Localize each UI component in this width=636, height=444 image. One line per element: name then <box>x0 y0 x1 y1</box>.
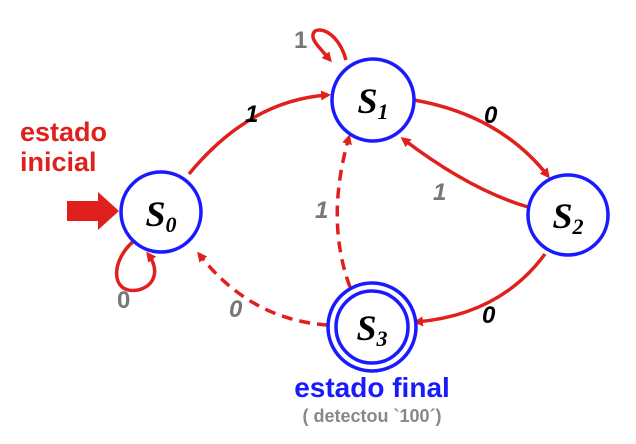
edge-s3-s1-dashed <box>335 134 352 288</box>
label-s1-self: 1 <box>294 27 307 54</box>
edge-s0-self-loop <box>114 238 157 293</box>
label-s3-s0: 0 <box>229 296 243 323</box>
state-s0-sub: 0 <box>166 212 177 237</box>
label-s3-s1: 1 <box>315 197 328 224</box>
initial-caption-line1: estado <box>20 117 107 147</box>
state-s3-sub: 3 <box>376 326 388 351</box>
svg-text:S1: S1 <box>357 81 388 124</box>
svg-text:S0: S0 <box>145 194 176 237</box>
edge-s0-s1 <box>187 90 331 176</box>
state-s0-name: S <box>145 194 165 234</box>
state-s0: S0 <box>119 170 203 254</box>
initial-arrow <box>67 192 119 230</box>
svg-text:S2: S2 <box>552 196 583 239</box>
state-s3-final: S3 <box>326 281 418 373</box>
final-note: ( detectou `100´) <box>302 406 441 426</box>
label-s0-s1: 1 <box>245 101 258 128</box>
state-s2: S2 <box>526 173 610 257</box>
edge-s1-self-loop <box>311 28 348 63</box>
svg-text:S3: S3 <box>356 308 387 351</box>
label-s0-self: 0 <box>117 287 130 314</box>
edge-s1-s2 <box>413 98 550 179</box>
state-s2-sub: 2 <box>572 214 584 239</box>
final-caption: estado final <box>294 372 450 403</box>
label-s1-s2: 0 <box>484 102 498 129</box>
label-s2-s1: 1 <box>433 179 446 206</box>
label-s2-s3: 0 <box>482 302 496 329</box>
initial-caption-line2: inicial <box>20 147 97 177</box>
state-s3-name: S <box>356 308 376 348</box>
state-s2-name: S <box>552 196 572 236</box>
state-s1-sub: 1 <box>378 99 389 124</box>
edge-s2-s1 <box>400 137 529 209</box>
state-s1: S1 <box>330 57 416 143</box>
edge-s2-s3 <box>413 252 547 327</box>
state-s1-name: S <box>357 81 377 121</box>
edge-s3-s0-dashed <box>197 251 329 327</box>
